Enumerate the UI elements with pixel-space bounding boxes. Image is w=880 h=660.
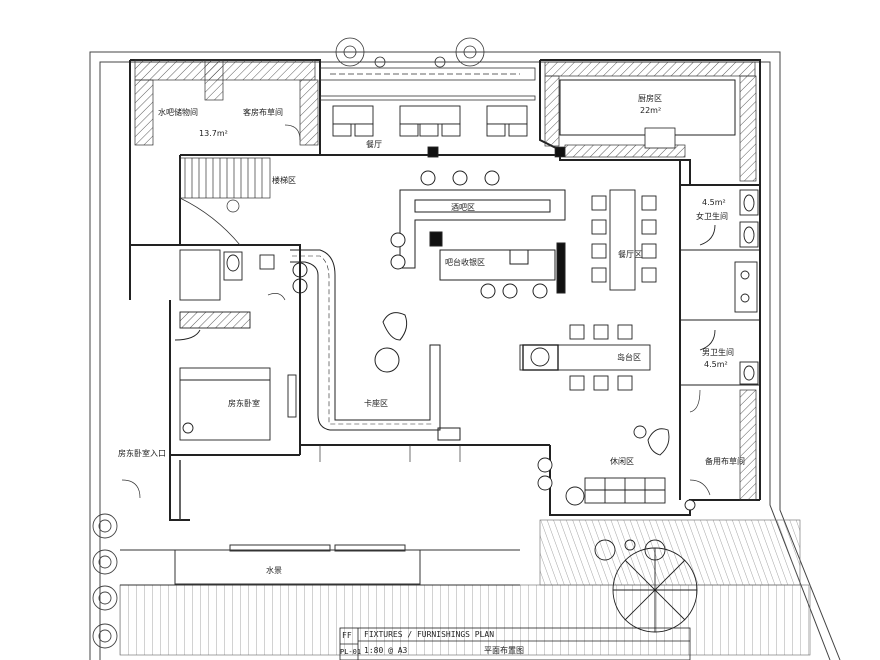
room-label-spare-linen: 备用布草间 — [705, 457, 745, 466]
water-feature — [120, 544, 520, 586]
title-block — [339, 627, 691, 660]
room-label-booth: 卡座区 — [364, 399, 388, 408]
room-area-kitchen: 22m² — [640, 106, 662, 115]
storage-shelving — [134, 59, 319, 146]
room-label-male-wc: 男卫生间 — [702, 348, 734, 357]
staircase — [179, 157, 271, 246]
room-label-pool: 水景 — [266, 566, 282, 575]
room-label-female-wc: 女卫生间 — [696, 212, 728, 221]
room-label-lounge: 休闲区 — [610, 457, 634, 466]
room-label-stairs: 楼梯区 — [272, 176, 296, 185]
title-block-code-top: FF — [342, 631, 352, 640]
room-area-female-wc: 4.5m² — [702, 198, 726, 207]
island-counter — [519, 324, 651, 391]
room-label-bar: 酒吧区 — [451, 203, 475, 212]
deck-terrace — [119, 519, 811, 656]
room-label-dining-area: 餐厅区 — [618, 250, 642, 259]
title-block-scale: 1:80 @ A3 — [364, 646, 408, 655]
booth-partition — [290, 249, 461, 441]
room-label-bar-storage: 水吧储物间 — [158, 108, 198, 117]
room-label-bar-counter: 吧台收银区 — [445, 258, 485, 267]
dining-area-right — [591, 189, 657, 291]
room-label-kitchen: 厨房区 — [638, 94, 662, 103]
room-label-owner-bedroom: 房东卧室 — [228, 399, 260, 408]
room-area-guest-storage: 13.7m² — [199, 129, 228, 138]
building-walls — [129, 59, 761, 521]
title-block-title-cn: 平面布置图 — [484, 646, 524, 655]
lounge-furniture — [537, 425, 696, 511]
room-label-dining: 餐厅 — [366, 140, 382, 149]
restrooms — [680, 189, 760, 386]
room-label-counter: 岛台区 — [617, 353, 641, 362]
title-block-title-en: FIXTURES / FURNISHINGS PLAN — [364, 630, 495, 639]
door-swings — [121, 124, 711, 520]
title-block-code-bottom: PL-01 — [340, 648, 362, 656]
owner-bedroom — [174, 249, 297, 441]
tree-row — [92, 513, 118, 649]
umbrella-terrace — [594, 539, 698, 633]
room-label-owner-entrance: 房东卧室入口 — [118, 449, 166, 458]
planter-strip — [319, 37, 536, 101]
room-label-guest-storage: 客房布草间 — [243, 108, 283, 117]
room-area-male-wc: 4.5m² — [704, 360, 728, 369]
bar-counter — [390, 170, 566, 299]
kitchen-shelving — [544, 61, 757, 501]
dining-tables-top — [332, 105, 528, 158]
